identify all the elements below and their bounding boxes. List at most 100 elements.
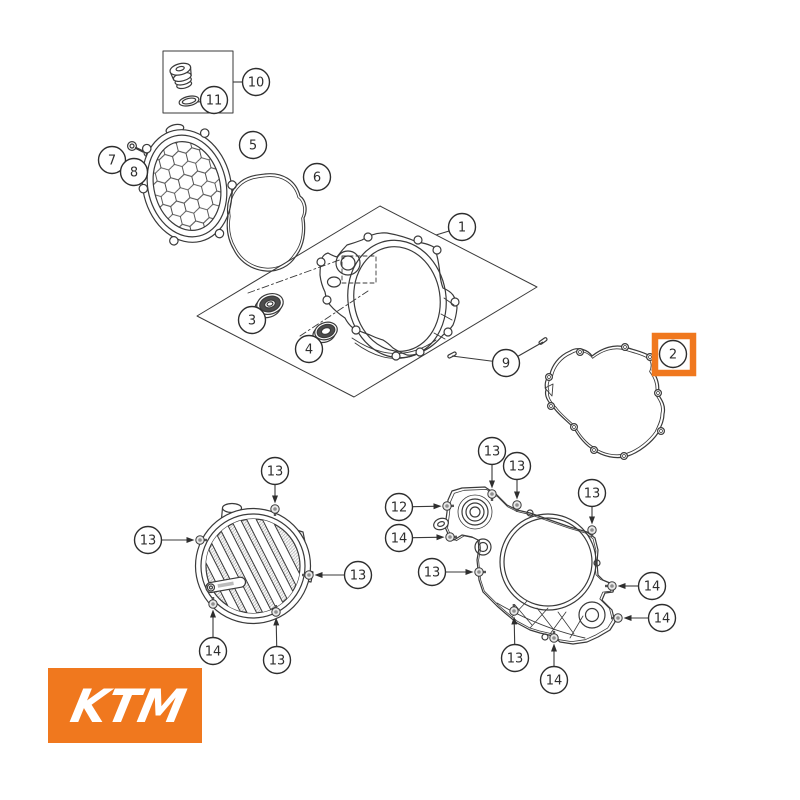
clutch-cover[interactable] xyxy=(316,232,460,365)
callout-13[interactable]: 13 xyxy=(133,525,208,555)
arrowhead xyxy=(617,583,626,589)
screw-head-center xyxy=(448,535,452,539)
callout-circle[interactable] xyxy=(637,571,667,601)
callout-3[interactable]: 3 xyxy=(237,305,267,335)
callout-circle[interactable] xyxy=(384,492,414,522)
callout-10[interactable]: 10 xyxy=(233,67,271,97)
arrowhead xyxy=(551,643,557,652)
callout-circle[interactable] xyxy=(417,557,447,587)
screw-head-center xyxy=(273,507,277,511)
callout-circle[interactable] xyxy=(539,665,569,695)
callout-number: 13 xyxy=(267,465,284,480)
callout-7[interactable]: 7 xyxy=(97,145,127,175)
callout-13[interactable]: 13 xyxy=(577,478,607,538)
arrowhead xyxy=(314,572,323,578)
arrowhead xyxy=(589,516,595,525)
callout-number: 13 xyxy=(509,460,526,475)
callout-circle[interactable] xyxy=(477,436,507,466)
callout-number: 13 xyxy=(507,652,524,667)
callout-13[interactable]: 13 xyxy=(302,560,373,590)
arrowhead xyxy=(272,495,278,504)
callout-number: 14 xyxy=(205,645,222,660)
callout-13[interactable]: 13 xyxy=(502,451,532,513)
callout-number: 3 xyxy=(248,314,256,329)
callout-4[interactable]: 4 xyxy=(294,334,324,364)
callout-13[interactable]: 13 xyxy=(260,456,290,517)
callout-circle[interactable] xyxy=(294,334,324,364)
screw-head-center xyxy=(515,503,519,507)
callout-number: 14 xyxy=(654,612,671,627)
shaft-seal-large[interactable] xyxy=(251,290,286,321)
callout-number: 7 xyxy=(108,154,116,169)
leader-line xyxy=(451,355,493,362)
callout-circle[interactable] xyxy=(199,85,229,115)
callout-circle[interactable] xyxy=(302,162,332,192)
callout-circle[interactable] xyxy=(502,451,532,481)
screw-head-center xyxy=(490,492,494,496)
callout-circle[interactable] xyxy=(238,130,268,160)
plug-o-ring[interactable] xyxy=(178,94,200,107)
slatted-protection-cover[interactable] xyxy=(193,502,314,630)
callout-14[interactable]: 14 xyxy=(611,603,677,633)
callout-circle[interactable] xyxy=(241,67,271,97)
leader-line xyxy=(517,341,544,357)
callout-6[interactable]: 6 xyxy=(302,162,332,192)
callout-number: 13 xyxy=(584,487,601,502)
callout-circle[interactable] xyxy=(97,145,127,175)
screw-head-center xyxy=(445,504,449,508)
callout-circle[interactable] xyxy=(658,339,688,369)
arrowhead xyxy=(465,569,474,575)
callout-circle[interactable] xyxy=(119,157,149,187)
arrowhead xyxy=(210,609,216,618)
callout-14[interactable]: 14 xyxy=(198,597,228,666)
callout-circle[interactable] xyxy=(384,523,414,553)
callout-14[interactable]: 14 xyxy=(605,571,667,601)
callout-8[interactable]: 8 xyxy=(119,157,149,187)
inner-clutch-cover[interactable] xyxy=(432,486,616,645)
callout-circle[interactable] xyxy=(198,636,228,666)
callout-circle[interactable] xyxy=(491,348,521,378)
callout-circle[interactable] xyxy=(237,305,267,335)
callout-14[interactable]: 14 xyxy=(384,523,458,553)
callout-circle[interactable] xyxy=(447,212,477,242)
callout-5[interactable]: 5 xyxy=(238,130,268,160)
screw-head-center xyxy=(616,616,620,620)
arrowhead xyxy=(511,616,518,625)
oil-filler-plug[interactable] xyxy=(169,61,195,90)
callout-circle[interactable] xyxy=(647,603,677,633)
callout-number: 12 xyxy=(391,501,408,516)
callout-circle[interactable] xyxy=(133,525,163,555)
callout-12[interactable]: 12 xyxy=(384,492,455,522)
callout-13[interactable]: 13 xyxy=(500,603,530,673)
callout-number: 13 xyxy=(350,569,367,584)
callout-13[interactable]: 13 xyxy=(417,557,487,587)
clutch-cover-gasket[interactable] xyxy=(544,343,666,461)
screw-head-center xyxy=(198,538,202,542)
callout-13[interactable]: 13 xyxy=(477,436,507,502)
mesh-protection-cover[interactable] xyxy=(126,114,248,254)
callout-2[interactable]: 2 xyxy=(651,332,697,377)
callout-circle[interactable] xyxy=(343,560,373,590)
callout-number: 13 xyxy=(140,534,157,549)
callout-number: 5 xyxy=(249,139,257,154)
screw-head-center xyxy=(590,528,594,532)
callout-number: 14 xyxy=(391,532,408,547)
arrowhead xyxy=(489,480,495,489)
callout-circle[interactable] xyxy=(260,456,290,486)
screw-head-center xyxy=(610,584,614,588)
callout-1[interactable]: 1 xyxy=(435,212,477,242)
callout-number: 14 xyxy=(644,580,661,595)
shaft-seal-small[interactable] xyxy=(310,319,340,345)
callout-circle[interactable] xyxy=(577,478,607,508)
ktm-logo-text: KTM xyxy=(66,679,190,732)
screw-head-center xyxy=(477,570,481,574)
callout-9[interactable]: 9 xyxy=(451,341,544,378)
callout-circle[interactable] xyxy=(500,643,530,673)
callout-11[interactable]: 11 xyxy=(197,85,229,115)
outer-cover-gasket[interactable] xyxy=(226,173,307,272)
callout-circle[interactable] xyxy=(262,645,292,675)
callout-13[interactable]: 13 xyxy=(262,604,292,675)
callout-14[interactable]: 14 xyxy=(539,631,569,695)
arrowhead xyxy=(623,615,632,621)
callout-number: 10 xyxy=(248,76,265,91)
